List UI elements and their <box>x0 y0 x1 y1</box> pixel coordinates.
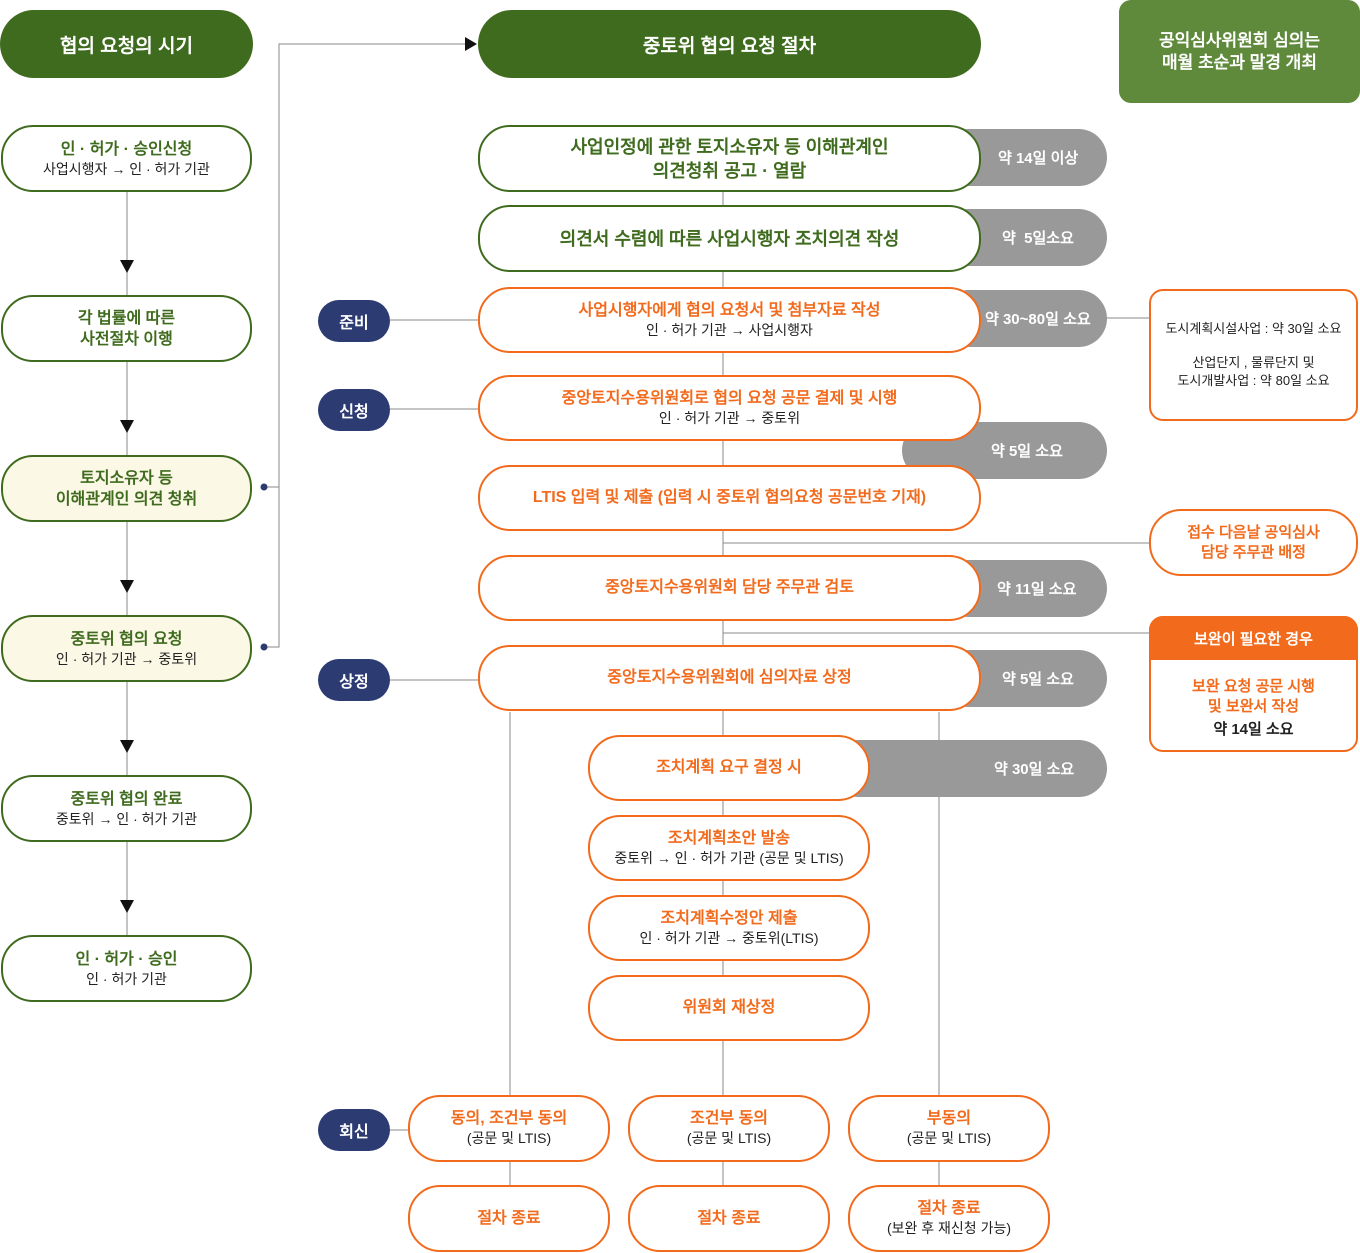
side-note-text: 및 보완서 작성 <box>1207 698 1300 715</box>
side-note-text: 접수 다음날 공익심사 <box>1187 523 1320 541</box>
timeline-item-application: 인 · 허가 · 승인신청 사업시행자 → 인 · 허가 기관 <box>1 125 252 192</box>
duration-text: 약 5일 소요 <box>991 443 1063 460</box>
stage-label: 신청 <box>339 404 369 421</box>
timeline-sub: 인 · 허가 기관 <box>86 970 167 987</box>
procedure-header: 중토위 협의 요청 절차 <box>478 10 981 78</box>
timeline-title: 사전절차 이행 <box>80 330 173 348</box>
step-action-plan-draft: 조치계획초안 발송 중토위 → 인 · 허가 기관 (공문 및 LTIS) <box>588 815 870 881</box>
timeline-item-pre-procedure: 각 법률에 따른 사전절차 이행 <box>1 295 252 362</box>
timing-header-label: 협의 요청의 시기 <box>60 35 193 57</box>
outcome-sub: (공문 및 LTIS) <box>466 1130 552 1146</box>
step-title: 중앙토지수용위원회 담당 주무관 검토 <box>605 579 854 596</box>
side-note-supplement-header: 보완이 필요한 경우 <box>1149 616 1358 660</box>
timeline-title: 이해관계인 의견 청취 <box>55 490 198 508</box>
stage-label: 준비 <box>339 315 369 332</box>
step-action-plan-revision: 조치계획수정안 제출 인 · 허가 기관 → 중토위(LTIS) <box>588 895 870 961</box>
duration-text: 약 11일 소요 <box>997 581 1077 598</box>
step-title: 중앙토지수용위원회에 심의자료 상정 <box>607 669 852 686</box>
timeline-title: 중토위 협의 요청 <box>70 630 183 648</box>
timeline-title: 각 법률에 따른 <box>77 309 176 327</box>
side-note-duration: 도시계획시설사업 : 약 30일 소요 산업단지 , 물류단지 및 도시개발사업… <box>1149 289 1358 421</box>
outcome-consent: 동의, 조건부 동의 (공문 및 LTIS) <box>408 1095 610 1162</box>
side-note-header-text: 보완이 필요한 경우 <box>1194 630 1313 648</box>
step-official-letter: 중앙토지수용위원회로 협의 요청 공문 결제 및 시행 인 · 허가 기관 → … <box>478 375 981 441</box>
step-request-docs: 사업시행자에게 협의 요청서 및 첨부자료 작성 인 · 허가 기관 → 사업시… <box>478 287 981 353</box>
timeline-title: 인 · 허가 · 승인신청 <box>60 140 193 158</box>
outcome-end-title: 절차 종료 <box>477 1209 541 1227</box>
step-sub: 인 · 허가 기관 → 중토위(LTIS) <box>639 929 819 946</box>
duration-text: 약 30~80일 소요 <box>985 311 1091 328</box>
step-title: LTIS 입력 및 제출 (입력 시 중토위 협의요청 공문번호 기재) <box>532 489 927 506</box>
outcome-end-title: 절차 종료 <box>917 1200 981 1217</box>
timeline-title: 중토위 협의 완료 <box>70 790 183 808</box>
outcome-end: 절차 종료 <box>408 1185 610 1252</box>
duration-text: 약 14일 이상 <box>998 150 1079 167</box>
outcome-sub: (공문 및 LTIS) <box>906 1130 992 1146</box>
step-title: 의견서 수렴에 따른 사업시행자 조치의견 작성 <box>559 228 900 249</box>
step-sub: 인 · 허가 기관 → 중토위 <box>658 409 801 426</box>
side-note-text: 담당 주무관 배정 <box>1201 543 1306 561</box>
timing-header: 협의 요청의 시기 <box>0 10 253 78</box>
stage-label: 상정 <box>339 674 369 691</box>
timeline-item-request: 중토위 협의 요청 인 · 허가 기관 → 중토위 <box>1 615 252 682</box>
side-note-supplement: 보완이 필요한 경우 보완 요청 공문 시행 및 보완서 작성 약 14일 소요 <box>1149 616 1358 752</box>
outcome-end-resubmit: 절차 종료 (보완 후 재신청 가능) <box>848 1185 1050 1252</box>
step-public-notice: 사업인정에 관한 토지소유자 등 이해관계인 의견청취 공고 · 열람 <box>478 125 981 192</box>
step-resubmit: 위원회 재상정 <box>588 975 870 1041</box>
duration-text: 약 5일 소요 <box>1002 671 1074 688</box>
side-note-text: 산업단지 , 물류단지 및 <box>1192 355 1315 370</box>
step-ltis-submit: LTIS 입력 및 제출 (입력 시 중토위 협의요청 공문번호 기재) <box>478 465 981 531</box>
outcome-title: 부동의 <box>926 1110 972 1127</box>
duration-text: 약 30일 소요 <box>994 761 1075 778</box>
stage-label: 회신 <box>339 1124 369 1141</box>
outcome-sub: (공문 및 LTIS) <box>686 1130 772 1146</box>
stage-reply: 회신 <box>318 1109 390 1151</box>
outcome-title: 동의, 조건부 동의 <box>450 1110 568 1127</box>
outcome-end-title: 절차 종료 <box>697 1209 761 1227</box>
timeline-item-approval: 인 · 허가 · 승인 인 · 허가 기관 <box>1 935 252 1002</box>
procedure-header-label: 중토위 협의 요청 절차 <box>642 35 817 57</box>
step-action-plan-decision: 조치계획 요구 결정 시 <box>588 735 870 801</box>
timeline-title: 토지소유자 등 <box>80 469 173 487</box>
duration-text: 약 5일소요 <box>1002 230 1074 247</box>
timeline-sub: 사업시행자 → 인 · 허가 기관 <box>43 160 210 177</box>
outcome-title: 조건부 동의 <box>689 1110 769 1127</box>
committee-note-line2: 매월 초순과 말경 개최 <box>1162 52 1317 72</box>
outcome-end: 절차 종료 <box>628 1185 830 1252</box>
step-title: 의견청취 공고 · 열람 <box>652 160 807 181</box>
step-title: 사업시행자에게 협의 요청서 및 첨부자료 작성 <box>578 301 881 319</box>
side-note-text: 도시개발사업 : 약 80일 소요 <box>1177 373 1330 388</box>
stage-submit: 상정 <box>318 659 390 701</box>
duration-badge: 약 30일 소요 <box>830 740 1107 797</box>
step-sub: 중토위 → 인 · 허가 기관 (공문 및 LTIS) <box>614 849 844 866</box>
outcome-end-sub: (보완 후 재신청 가능) <box>886 1220 1012 1236</box>
side-note-text: 도시계획시설사업 : 약 30일 소요 <box>1165 321 1342 336</box>
timeline-sub: 중토위 → 인 · 허가 기관 <box>55 810 198 827</box>
timeline-item-complete: 중토위 협의 완료 중토위 → 인 · 허가 기관 <box>1 775 252 842</box>
step-title: 조치계획 요구 결정 시 <box>656 759 802 776</box>
timeline-title: 인 · 허가 · 승인 <box>75 950 178 968</box>
side-note-assignment: 접수 다음날 공익심사 담당 주무관 배정 <box>1149 509 1358 576</box>
step-title: 조치계획수정안 제출 <box>660 909 798 927</box>
side-note-text: 약 14일 소요 <box>1213 721 1294 738</box>
step-title: 중앙토지수용위원회로 협의 요청 공문 결제 및 시행 <box>561 389 898 407</box>
outcome-rejection: 부동의 (공문 및 LTIS) <box>848 1095 1050 1162</box>
step-officer-review: 중앙토지수용위원회 담당 주무관 검토 <box>478 555 981 621</box>
committee-note-line1: 공익심사위원회 심의는 <box>1158 30 1321 50</box>
step-sub: 인 · 허가 기관 → 사업시행자 <box>646 321 813 338</box>
step-agenda-submit: 중앙토지수용위원회에 심의자료 상정 <box>478 645 981 711</box>
step-title: 위원회 재상정 <box>682 999 776 1016</box>
committee-note: 공익심사위원회 심의는 매월 초순과 말경 개최 <box>1119 0 1360 103</box>
outcome-conditional: 조건부 동의 (공문 및 LTIS) <box>628 1095 830 1162</box>
step-title: 조치계획초안 발송 <box>667 829 791 847</box>
step-title: 사업인정에 관한 토지소유자 등 이해관계인 <box>570 136 889 157</box>
timeline-sub: 인 · 허가 기관 → 중토위 <box>55 650 198 667</box>
timeline-item-hearing: 토지소유자 등 이해관계인 의견 청취 <box>1 455 252 522</box>
side-note-text: 보완 요청 공문 시행 <box>1192 678 1315 695</box>
stage-prep: 준비 <box>318 300 390 342</box>
stage-apply: 신청 <box>318 389 390 431</box>
step-opinion-draft: 의견서 수렴에 따른 사업시행자 조치의견 작성 <box>478 205 981 272</box>
